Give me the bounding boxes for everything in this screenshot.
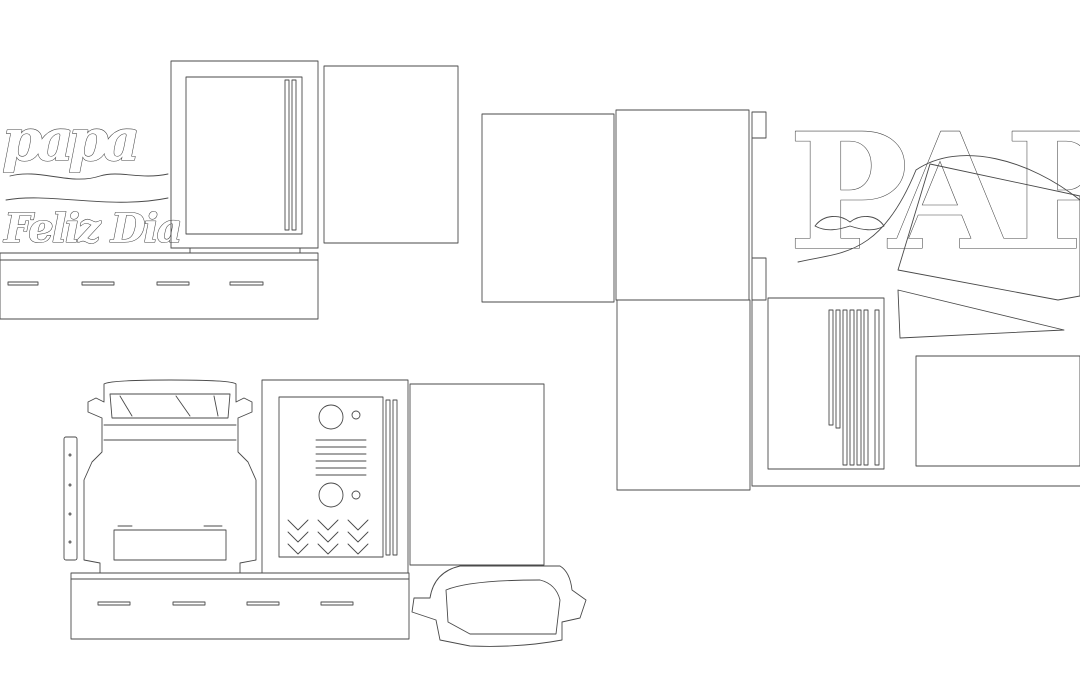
set3-rail-3: [843, 310, 847, 465]
set3-frame-outline: [752, 112, 1080, 486]
jeep-headlight-bottom: [319, 483, 343, 507]
jeep-bumper: [114, 526, 226, 560]
jeep-windshield: [110, 394, 230, 418]
set1-papa-frame: papa Feliz Dia: [0, 61, 458, 319]
set2-jeep-frame: [64, 380, 586, 646]
set3-lower-photo-window: [916, 356, 1080, 466]
jeep-base-slot-2: [173, 602, 205, 605]
jeep-grille-window: [279, 397, 383, 557]
set1-photo-window: [186, 77, 302, 234]
jeep-indicator-top: [352, 411, 360, 419]
set3-rail-5: [857, 310, 861, 465]
jeep-side-strip: [64, 437, 77, 560]
set3-connector-band: [798, 156, 1080, 262]
set1-base-slot-4: [230, 282, 263, 285]
jeep-frame-rail-2: [393, 400, 397, 555]
strip-hole-3: [69, 513, 71, 515]
set3-rail-1: [829, 310, 833, 425]
set3-rail-2: [836, 310, 840, 428]
set3-inner-window: [768, 298, 884, 469]
lettering-connector: [6, 174, 168, 202]
jeep-frame-rail-1: [386, 400, 390, 555]
jeep-rear-piece: [412, 566, 586, 646]
papa-block-lettering: PAPA: [788, 98, 1080, 286]
set3-papa-frame: PAPA: [482, 97, 1080, 490]
jeep-grille-outline: [104, 425, 236, 440]
jeep-base-slot-4: [321, 602, 353, 605]
set1-base-slot-3: [157, 282, 189, 285]
set1-frame-tabs: [171, 248, 318, 253]
set3-rail-4: [850, 310, 854, 465]
strip-hole-4: [69, 541, 71, 543]
jeep-back-panel: [410, 384, 544, 565]
strip-hole-2: [69, 484, 71, 486]
set1-base-slot-1: [8, 282, 38, 285]
papa-script-lettering: papa: [2, 106, 137, 174]
jeep-tire-treads: [288, 520, 368, 554]
set3-rail-7: [875, 310, 879, 465]
set1-base-slot-2: [82, 282, 114, 285]
set3-tilted-photo-window: [898, 164, 1080, 300]
set1-back-panel: [324, 66, 458, 243]
set3-rail-6: [864, 310, 868, 465]
set1-frame-rail-2: [292, 80, 296, 230]
jeep-base-panel: [71, 573, 409, 639]
set3-triangle-cutout: [898, 290, 1064, 338]
jeep-headlight-top: [319, 405, 343, 429]
set3-side-panel-2: [616, 110, 749, 300]
strip-hole-1: [69, 454, 71, 456]
jeep-indicator-bottom: [352, 491, 360, 499]
set1-base-panel: [0, 253, 318, 319]
jeep-grille-slats: [316, 440, 366, 475]
jeep-body-outline: [84, 380, 256, 573]
set3-side-panel-1: [482, 114, 614, 302]
set1-frame-rail-1: [285, 80, 289, 230]
feliz-dia-lettering: Feliz Dia: [3, 205, 181, 252]
jeep-base-slot-3: [247, 602, 279, 605]
jeep-base-slot-1: [98, 602, 130, 605]
moustache-shape: [815, 216, 884, 229]
set3-side-panel-3: [617, 300, 750, 490]
set1-photo-frame-outer: [171, 61, 318, 248]
